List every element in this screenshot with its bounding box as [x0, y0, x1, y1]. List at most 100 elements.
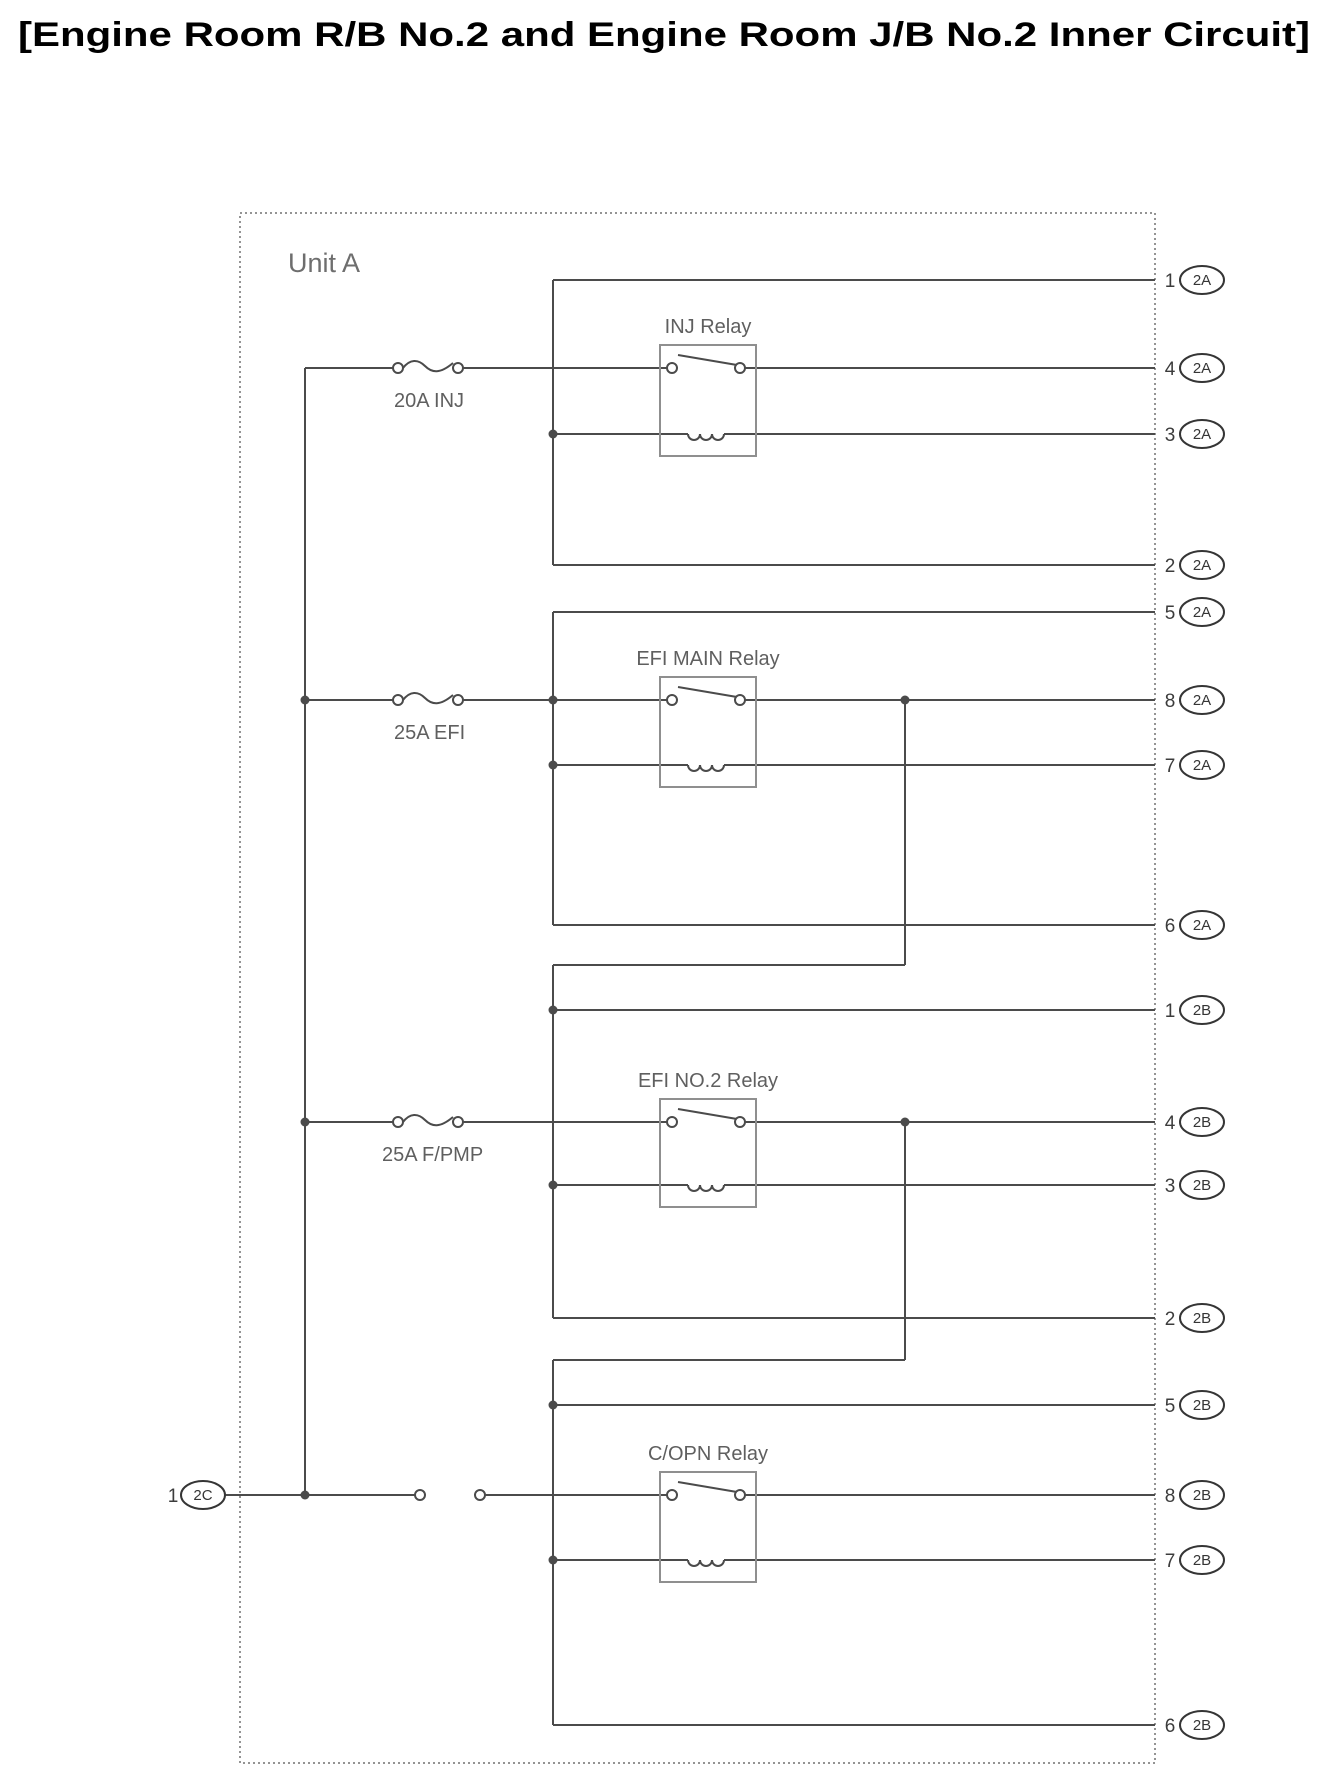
pin-number: 7 — [1165, 1551, 1176, 1572]
junction-dot — [548, 695, 558, 705]
switch-arm — [677, 1481, 738, 1493]
connector-oval — [1179, 750, 1225, 780]
pin-right: 3 2A — [1165, 419, 1225, 449]
connector-label: 2B — [1193, 1487, 1211, 1504]
relay-label: EFI MAIN Relay — [636, 648, 779, 670]
connector-label: 2C — [193, 1487, 212, 1504]
circuit-wiring — [225, 279, 1155, 1726]
pin-number: 5 — [1165, 603, 1176, 624]
connector-oval — [1179, 550, 1225, 580]
fuse-25a-fpmp: 25A F/PMP — [382, 1114, 483, 1166]
connector-label: 2B — [1193, 1114, 1211, 1131]
connector-label: 2B — [1193, 1310, 1211, 1327]
pin-right: 1 2A — [1165, 265, 1225, 295]
connector-label: 2A — [1193, 426, 1211, 443]
pin-right: 8 2B — [1165, 1480, 1225, 1510]
connector-label: 2B — [1193, 1552, 1211, 1569]
connector-label: 2A — [1193, 272, 1211, 289]
relay-coil — [687, 1184, 725, 1192]
switch-contact — [666, 1489, 678, 1501]
connector-label: 2A — [1193, 757, 1211, 774]
relay-coil — [687, 1559, 725, 1567]
switch-arm — [677, 686, 738, 698]
open-terminal — [414, 1489, 426, 1501]
switch-contact — [666, 694, 678, 706]
pin-right: 6 2A — [1165, 910, 1225, 940]
relay-label: INJ Relay — [665, 316, 752, 338]
pin-right: 3 2B — [1165, 1170, 1225, 1200]
pin-left: 1 2C — [168, 1480, 226, 1510]
switch-contact — [734, 694, 746, 706]
fuse-label: 25A F/PMP — [382, 1144, 483, 1166]
pin-right: 6 2B — [1165, 1710, 1225, 1740]
connector-oval — [1179, 1303, 1225, 1333]
open-terminals — [414, 1489, 486, 1501]
relay-box — [659, 1098, 757, 1208]
junction-dots — [300, 429, 910, 1565]
fuse-terminal — [452, 694, 464, 706]
switch-contact — [666, 1116, 678, 1128]
pin-right: 5 2B — [1165, 1390, 1225, 1420]
connector-oval — [1179, 353, 1225, 383]
connector-oval — [1179, 1480, 1225, 1510]
fuse-20a-inj: 20A INJ — [392, 360, 464, 412]
pin-number: 4 — [1165, 359, 1176, 380]
junction-dot — [548, 1555, 558, 1565]
pin-number: 8 — [1165, 691, 1176, 712]
pin-number: 4 — [1165, 1113, 1176, 1134]
relay-box — [659, 1471, 757, 1583]
pin-right: 4 2A — [1165, 353, 1225, 383]
pin-number: 8 — [1165, 1486, 1176, 1507]
relay-box — [659, 676, 757, 788]
connector-oval — [1179, 1710, 1225, 1740]
connector-oval — [1179, 1390, 1225, 1420]
connector-oval — [1179, 597, 1225, 627]
relay-copn: C/OPN Relay — [648, 1443, 768, 1583]
pin-number: 3 — [1165, 1176, 1176, 1197]
relay-efi-no2: EFI NO.2 Relay — [638, 1070, 778, 1208]
pin-right: 4 2B — [1165, 1107, 1225, 1137]
relay-label: C/OPN Relay — [648, 1443, 768, 1465]
junction-dot — [548, 1005, 558, 1015]
connector-oval — [1179, 265, 1225, 295]
switch-contact — [734, 1489, 746, 1501]
pin-right: 7 2A — [1165, 750, 1225, 780]
connector-label: 2B — [1193, 1002, 1211, 1019]
relay-efi-main: EFI MAIN Relay — [636, 648, 780, 788]
pin-number: 1 — [1165, 1001, 1176, 1022]
connector-label: 2A — [1193, 557, 1211, 574]
unit-a-label: Unit A — [288, 248, 360, 278]
switch-contact — [666, 362, 678, 374]
pin-right: 2 2A — [1165, 550, 1225, 580]
junction-dot — [900, 1117, 910, 1127]
fuse-element — [402, 360, 454, 373]
connector-oval — [180, 1480, 226, 1510]
page-title: [Engine Room R/B No.2 and Engine Room J/… — [18, 16, 1310, 54]
connector-label: 2B — [1193, 1717, 1211, 1734]
connector-oval — [1179, 685, 1225, 715]
pin-number: 1 — [168, 1486, 179, 1507]
switch-arm — [677, 1108, 738, 1120]
fuse-terminal — [452, 362, 464, 374]
junction-dot — [300, 1490, 310, 1500]
pin-number: 6 — [1165, 1716, 1176, 1737]
connector-oval — [1179, 1170, 1225, 1200]
switch-contact — [734, 1116, 746, 1128]
pin-right: 7 2B — [1165, 1545, 1225, 1575]
fuse-terminal — [452, 1116, 464, 1128]
connector-oval — [1179, 995, 1225, 1025]
fuse-label: 20A INJ — [394, 390, 464, 412]
fuse-terminal — [392, 694, 404, 706]
pin-number: 2 — [1165, 1309, 1176, 1330]
fuse-element — [402, 692, 454, 705]
connector-oval — [1179, 1107, 1225, 1137]
fuse-terminal — [392, 1116, 404, 1128]
relay-box — [659, 344, 757, 457]
junction-dot — [548, 429, 558, 439]
open-terminal — [474, 1489, 486, 1501]
relay-inj: INJ Relay — [659, 316, 757, 457]
relay-coil — [687, 764, 725, 772]
connector-label: 2A — [1193, 604, 1211, 621]
